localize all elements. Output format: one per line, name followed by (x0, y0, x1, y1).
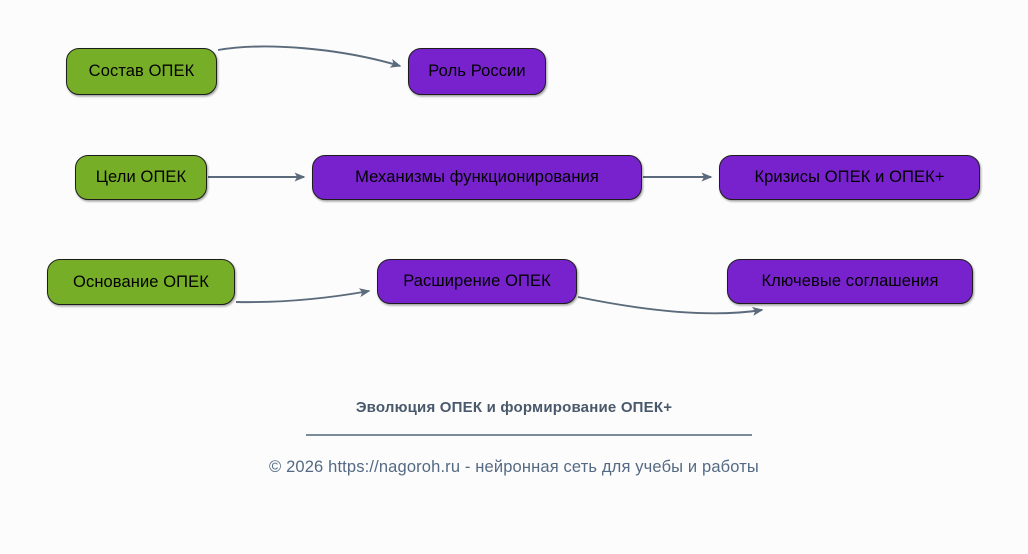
footer-copyright: © 2026 https://nagoroh.ru - нейронная се… (269, 458, 759, 476)
node-label: Основание ОПЕК (73, 272, 209, 291)
node-mehanizmy-funkcionirovaniya[interactable]: Механизмы функционирования (312, 155, 642, 200)
node-label: Роль России (428, 62, 526, 80)
node-rol-rossii[interactable]: Роль России (408, 48, 546, 95)
node-rasshirenie-opek[interactable]: Расширение ОПЕК (377, 259, 577, 304)
node-label: Ключевые соглашения (761, 272, 939, 290)
node-label: Расширение ОПЕК (403, 272, 551, 290)
node-osnovanie-opek[interactable]: Основание ОПЕК (47, 259, 235, 305)
node-celi-opek[interactable]: Цели ОПЕК (75, 155, 207, 200)
node-klyuchevye-soglasheniya[interactable]: Ключевые соглашения (727, 259, 973, 304)
node-krizisy-opek[interactable]: Кризисы ОПЕК и ОПЕК+ (719, 155, 980, 200)
node-sostav-opek[interactable]: Состав ОПЕК (66, 48, 217, 95)
edge-sostav-to-rol (217, 45, 402, 68)
node-label: Цели ОПЕК (95, 168, 187, 186)
diagram-title: Эволюция ОПЕК и формирование ОПЕК+ (355, 399, 673, 416)
node-label: Кризисы ОПЕК и ОПЕК+ (754, 168, 945, 186)
node-label: Состав ОПЕК (88, 62, 195, 80)
node-label: Механизмы функционирования (355, 168, 599, 186)
footer-divider (306, 434, 752, 436)
edge-osnovanie-to-rasshirenie (235, 288, 371, 304)
